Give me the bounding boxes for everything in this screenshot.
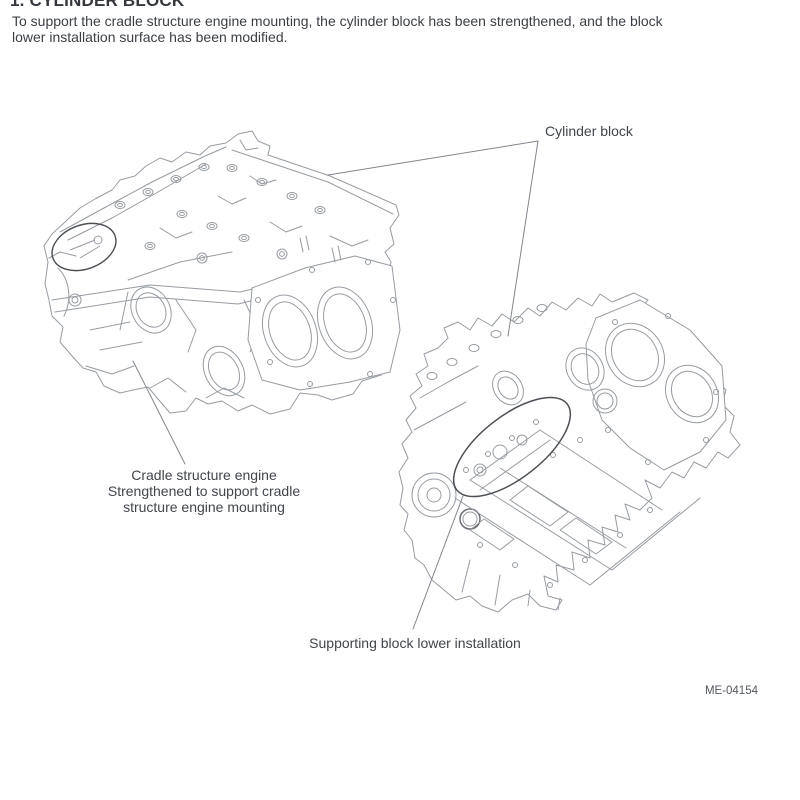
intro-line-1: To support the cradle structure engine m…: [12, 13, 663, 29]
left-engine-block-drawing: [43, 130, 401, 415]
figure-code: ME-04154: [704, 685, 758, 697]
section-heading: 1. CYLINDER BLOCK: [10, 0, 185, 10]
intro-paragraph: To support the cradle structure engine m…: [12, 13, 792, 45]
right-engine-block-drawing: [398, 292, 741, 613]
cylinder-block-label: Cylinder block: [545, 123, 633, 139]
supporting-block-label: Supporting block lower installation: [309, 635, 521, 651]
cradle-label-line-3: structure engine mounting: [123, 499, 285, 515]
cradle-structure-label: Cradle structure engine Strengthened to …: [94, 467, 314, 515]
intro-line-2: lower installation surface has been modi…: [12, 29, 288, 45]
cradle-label-line-1: Cradle structure engine: [131, 467, 277, 483]
highlight-ellipse-left: [51, 222, 117, 272]
left-block-bolt-bosses: [114, 163, 326, 250]
highlight-ellipse-right: [452, 396, 572, 498]
leader-cradle-structure: [132, 360, 186, 465]
leader-cylinder-block-right: [507, 140, 539, 337]
leader-supporting-block: [412, 495, 464, 630]
leader-cylinder-block-left: [327, 140, 539, 176]
leader-lines: [132, 140, 539, 630]
cradle-label-line-2: Strengthened to support cradle: [107, 483, 301, 499]
